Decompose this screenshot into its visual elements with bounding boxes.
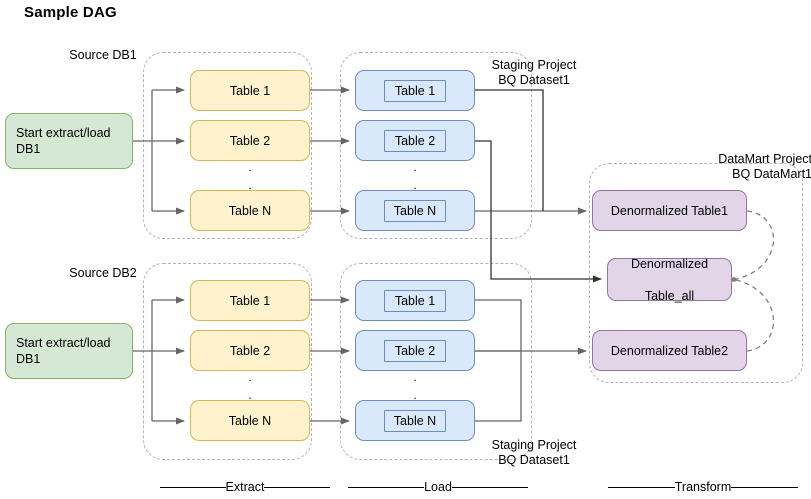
phase-load-line-right <box>451 486 528 488</box>
transform-group-caption: DataMart Project BQ DataMart1 <box>718 152 811 181</box>
extract-group-1-container <box>143 52 312 239</box>
source-db1-label: Source DB1 <box>69 48 137 62</box>
load-2-table-1-inner: Table 1 <box>384 289 446 312</box>
ellipsis-dot-1: . <box>413 160 417 174</box>
extract-2-table-n-label: Table N <box>228 413 272 428</box>
phase-load-line-left <box>348 486 425 488</box>
extract-2-table-1-label: Table 1 <box>229 293 271 308</box>
extract-2-table-2-label: Table 2 <box>229 343 271 358</box>
load-2-table-n-label: Table N <box>393 413 437 428</box>
load-2-table-1-label: Table 1 <box>394 293 436 308</box>
source-db2-label: Source DB2 <box>69 266 137 280</box>
load-1-table-2-inner: Table 2 <box>384 129 446 152</box>
extract-1-table-2-node[interactable]: Table 2 <box>190 120 310 161</box>
load-2-ellipsis: . . <box>355 370 475 402</box>
ellipsis-dot-2: . <box>413 178 417 192</box>
denormalized-table-all-node[interactable]: Denormalized Table_all <box>607 256 732 303</box>
load-1-table-2-node[interactable]: Table 2 <box>355 120 475 161</box>
extract-group-2-container <box>143 263 312 460</box>
load-1-table-1-inner: Table 1 <box>384 79 446 102</box>
phase-transform-line-left <box>608 486 675 488</box>
extract-1-table-n-label: Table N <box>228 203 272 218</box>
ellipsis-dot-2: . <box>248 388 252 402</box>
load-2-table-2-node[interactable]: Table 2 <box>355 330 475 371</box>
load-1-table-n-node[interactable]: Table N <box>355 190 475 231</box>
load-2-table-n-node[interactable]: Table N <box>355 400 475 441</box>
denormalized-table-all-label: Denormalized Table_all <box>630 256 709 303</box>
page-title: Sample DAG <box>24 4 117 21</box>
extract-1-table-1-label: Table 1 <box>229 83 271 98</box>
extract-1-table-2-label: Table 2 <box>229 133 271 148</box>
start-extract-load-db1-node[interactable]: Start extract/load DB1 <box>5 113 133 169</box>
extract-2-ellipsis: . . <box>190 370 310 402</box>
start-extract-load-db2-node[interactable]: Start extract/load DB1 <box>5 323 133 379</box>
extract-1-ellipsis: . . <box>190 160 310 192</box>
load-1-table-1-node[interactable]: Table 1 <box>355 70 475 111</box>
ellipsis-dot-1: . <box>248 160 252 174</box>
load-group-2-caption: Staging Project BQ Dataset1 <box>491 438 577 467</box>
phase-extract-line-right <box>264 486 330 488</box>
denormalized-table2-node[interactable]: Denormalized Table2 <box>592 330 747 371</box>
load-2-table-1-node[interactable]: Table 1 <box>355 280 475 321</box>
load-group-2-container <box>340 263 532 460</box>
ellipsis-dot-1: . <box>248 370 252 384</box>
denormalized-table1-node[interactable]: Denormalized Table1 <box>592 190 747 231</box>
load-group-1-caption: Staging Project BQ Dataset1 <box>491 58 577 87</box>
load-2-table-2-label: Table 2 <box>394 343 436 358</box>
phase-extract-label: Extract <box>160 480 330 494</box>
phase-load-text: Load <box>424 480 452 494</box>
start-extract-load-db2-label: Start extract/load DB1 <box>16 336 111 366</box>
load-1-table-n-label: Table N <box>393 203 437 218</box>
ellipsis-dot-2: . <box>248 178 252 192</box>
phase-transform-text: Transform <box>674 480 732 494</box>
extract-2-table-n-node[interactable]: Table N <box>190 400 310 441</box>
load-1-ellipsis: . . <box>355 160 475 192</box>
load-2-table-n-inner: Table N <box>384 409 446 432</box>
extract-1-table-1-node[interactable]: Table 1 <box>190 70 310 111</box>
phase-extract-text: Extract <box>225 480 265 494</box>
extract-1-table-n-node[interactable]: Table N <box>190 190 310 231</box>
ellipsis-dot-1: . <box>413 370 417 384</box>
denormalized-table2-label: Denormalized Table2 <box>610 343 729 358</box>
phase-transform-label: Transform <box>608 480 798 494</box>
phase-transform-line-right <box>731 486 798 488</box>
extract-2-table-1-node[interactable]: Table 1 <box>190 280 310 321</box>
load-2-table-2-inner: Table 2 <box>384 339 446 362</box>
phase-extract-line-left <box>160 486 226 488</box>
ellipsis-dot-2: . <box>413 388 417 402</box>
denormalized-table1-label: Denormalized Table1 <box>610 203 729 218</box>
load-1-table-2-label: Table 2 <box>394 133 436 148</box>
start-extract-load-db1-label: Start extract/load DB1 <box>16 126 111 156</box>
load-1-table-1-label: Table 1 <box>394 83 436 98</box>
phase-load-label: Load <box>348 480 528 494</box>
extract-2-table-2-node[interactable]: Table 2 <box>190 330 310 371</box>
load-1-table-n-inner: Table N <box>384 199 446 222</box>
